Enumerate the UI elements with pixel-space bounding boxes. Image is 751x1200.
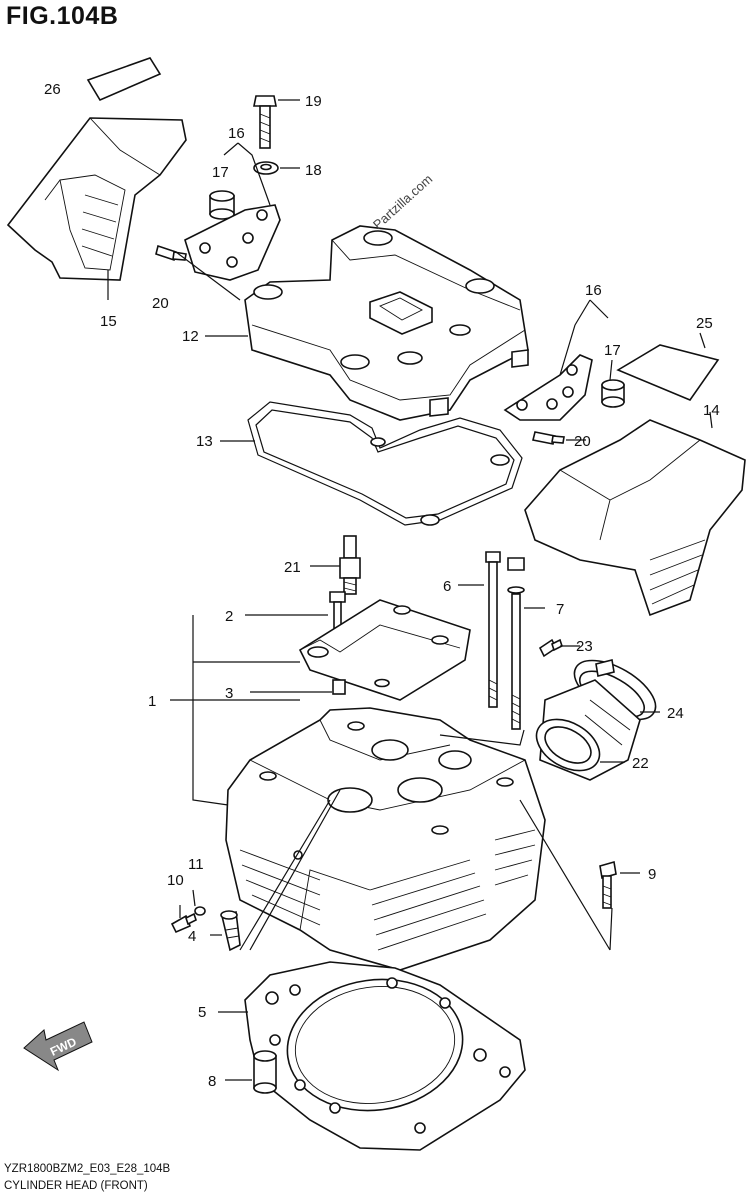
callout-18: 18: [305, 162, 322, 179]
part-20-bolt-right[interactable]: [532, 431, 565, 445]
part-10-bolt[interactable]: [170, 912, 197, 934]
fwd-arrow-icon: FWD: [23, 1021, 93, 1072]
callout-16-right: 16: [585, 282, 602, 299]
part-21-spark-plug[interactable]: [339, 535, 361, 595]
callout-17-left: 17: [212, 164, 229, 181]
part-22-intake-joint[interactable]: [528, 679, 641, 781]
callout-12: 12: [182, 328, 199, 345]
callout-3: 3: [225, 685, 233, 702]
callout-23: 23: [576, 638, 593, 655]
callout-19: 19: [305, 93, 322, 110]
part-20-bolt-left[interactable]: [155, 244, 187, 262]
callout-14: 14: [703, 402, 720, 419]
part-2-bolt[interactable]: [329, 591, 346, 633]
callout-22: 22: [632, 755, 649, 772]
callout-2: 2: [225, 608, 233, 625]
callout-25: 25: [696, 315, 713, 332]
part-17-grommet-right[interactable]: [601, 379, 625, 408]
callout-10: 10: [167, 872, 184, 889]
part-camshaft-cap[interactable]: [298, 599, 471, 701]
part-9-bolt[interactable]: [599, 860, 617, 909]
figure-title: FIG.104B: [6, 2, 119, 30]
callout-26: 26: [44, 81, 61, 98]
callout-16-left: 16: [228, 125, 245, 142]
part-23-bolt[interactable]: [538, 638, 563, 658]
callout-17-right: 17: [604, 342, 621, 359]
part-19-bolt[interactable]: [253, 95, 277, 149]
footer-code: YZR1800BZM2_E03_E28_104B: [4, 1163, 171, 1175]
part-18-washer[interactable]: [253, 161, 279, 175]
callout-21: 21: [284, 559, 301, 576]
part-7-long-bolt[interactable]: [507, 557, 525, 730]
callout-6: 6: [443, 578, 451, 595]
part-6-long-bolt[interactable]: [485, 551, 501, 708]
leader-lines: [107, 99, 713, 1081]
part-12-head-cover[interactable]: [244, 225, 529, 421]
part-cylinder-head[interactable]: [225, 707, 546, 971]
part-15-side-cover[interactable]: [6, 117, 187, 281]
footer-caption: CYLINDER HEAD (FRONT): [4, 1180, 148, 1192]
callout-20-left: 20: [152, 295, 169, 312]
part-8-dowel[interactable]: [253, 1050, 277, 1094]
part-16-bracket-left[interactable]: [184, 204, 281, 281]
callout-8: 8: [208, 1073, 216, 1090]
callout-9: 9: [648, 866, 656, 883]
part-3-dowel[interactable]: [332, 679, 346, 695]
callout-4: 4: [188, 928, 196, 945]
callout-11: 11: [188, 856, 204, 873]
part-16-bracket-right[interactable]: [503, 354, 593, 421]
callout-15: 15: [100, 313, 117, 330]
callout-7: 7: [556, 601, 564, 618]
part-25-pad[interactable]: [616, 344, 720, 401]
callout-13: 13: [196, 433, 213, 450]
callout-5: 5: [198, 1004, 206, 1021]
part-5-head-gasket[interactable]: [244, 961, 526, 1151]
part-14-side-cover[interactable]: [524, 419, 746, 617]
part-26-pad[interactable]: [86, 57, 162, 102]
callout-24: 24: [667, 705, 684, 722]
part-13-cover-gasket[interactable]: [247, 401, 523, 526]
watermark-text: Partzilla.com: [370, 171, 435, 232]
part-4-stud[interactable]: [220, 910, 241, 952]
part-11-washer[interactable]: [194, 906, 206, 916]
callout-20-right: 20: [574, 433, 591, 450]
callout-1: 1: [148, 693, 156, 710]
part-17-grommet-left[interactable]: [209, 190, 235, 220]
callout-numbers: 26 19 16 18 17 20 15 12 13 16 17 25 14 2…: [44, 81, 720, 1090]
